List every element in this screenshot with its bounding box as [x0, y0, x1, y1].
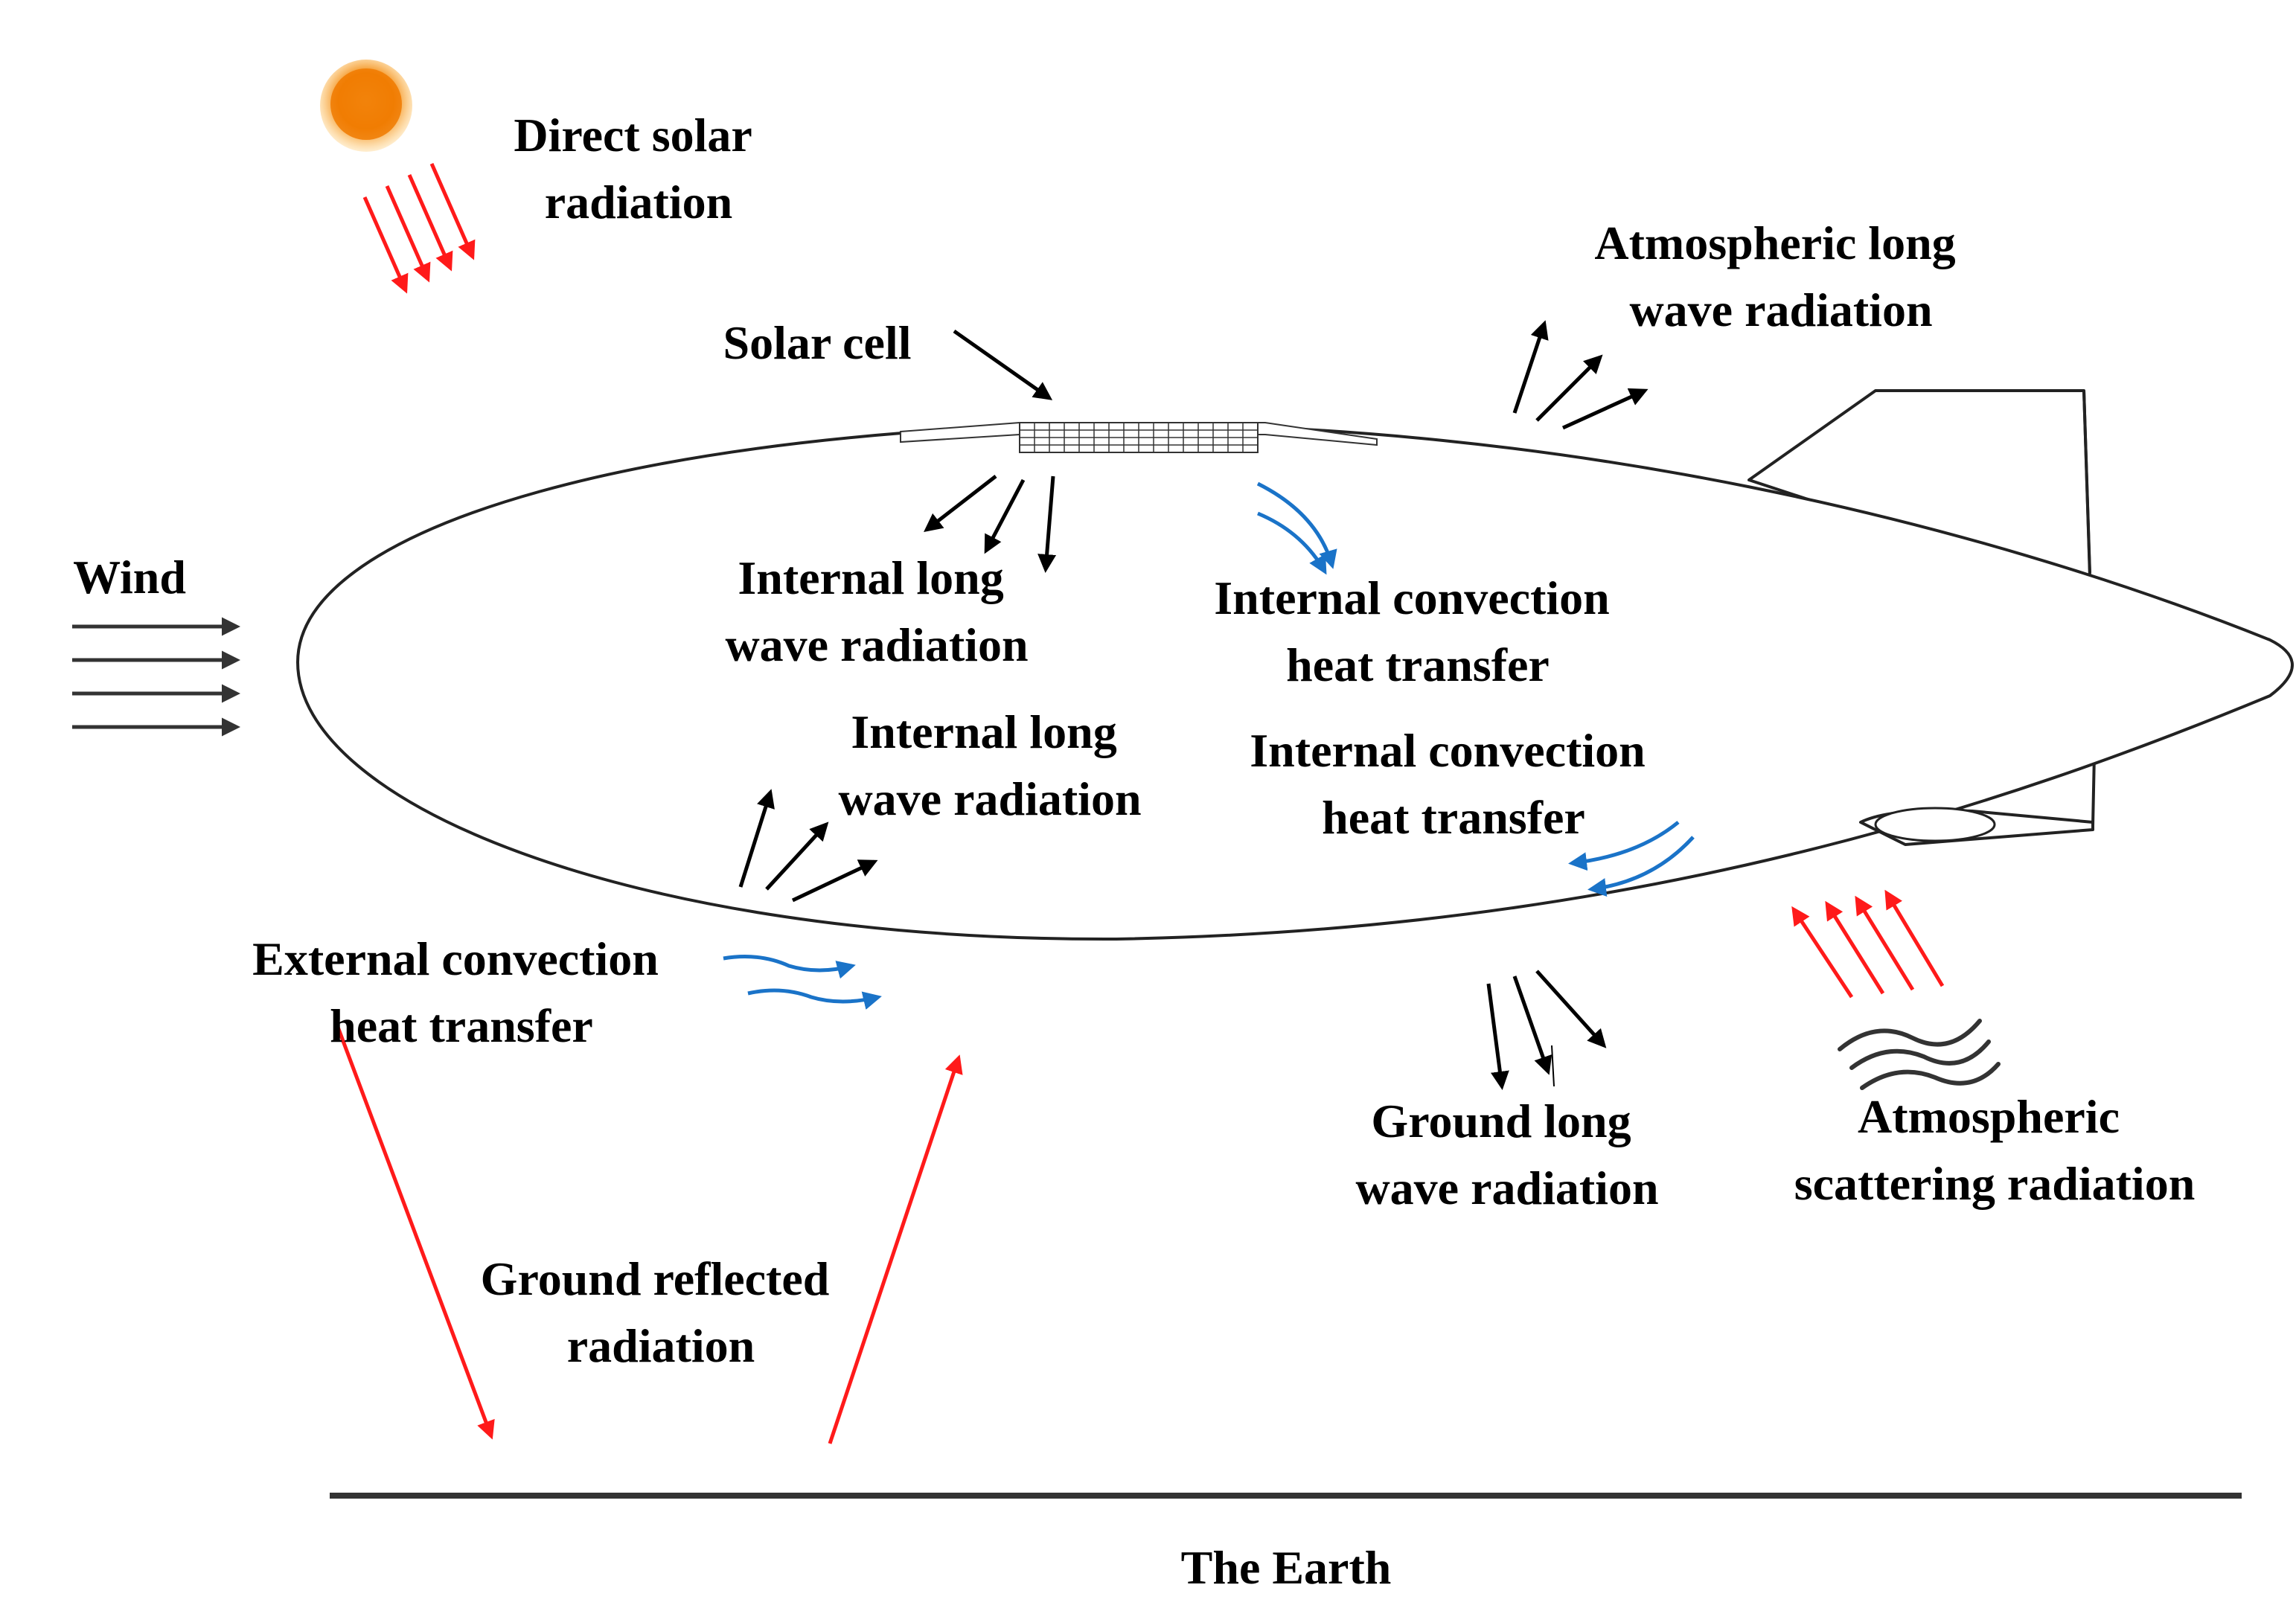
atmospheric-long-wave-arrows [1512, 320, 1649, 430]
label-internal-long-wave-radiation-bottom: Internal long wave radiation [838, 705, 1141, 825]
external-convection-arrows [723, 955, 882, 1010]
airship-hull [295, 422, 2294, 941]
sun-icon [320, 60, 412, 152]
direct-solar-arrows [362, 162, 476, 294]
ground-long-wave-arrows [1486, 970, 1607, 1090]
airship [295, 389, 2294, 941]
solar-cell-panel [900, 422, 1378, 453]
label-internal-long-wave-radiation-top: Internal long wave radiation [725, 551, 1028, 671]
internal-convection-top-arrows [1256, 481, 1337, 575]
label-solar-cell: Solar cell [723, 316, 912, 369]
label-atmospheric-scattering-radiation: Atmospheric scattering radiation [1794, 1090, 2196, 1210]
atmospheric-scattering-arrows [1791, 889, 1945, 999]
internal-long-wave-bottom-arrows [738, 789, 878, 903]
label-external-convection: External convection heat transfer [252, 932, 671, 1052]
label-atmospheric-long-wave-radiation: Atmospheric long wave radiation [1594, 217, 1967, 336]
internal-convection-bottom-arrows [1568, 821, 1695, 897]
label-wind: Wind [73, 551, 186, 603]
wind-arrows [72, 617, 240, 737]
label-ground-reflected-radiation: Ground reflected radiation [481, 1252, 842, 1372]
solar-cell-pointer [953, 329, 1053, 400]
label-internal-convection-top: Internal convection heat transfer [1214, 571, 1622, 691]
wave-icon [1838, 1019, 2001, 1090]
ground-reflected-arrows [334, 1022, 963, 1444]
label-the-earth: The Earth [1181, 1541, 1392, 1594]
label-direct-solar-radiation: Direct solar radiation [514, 109, 763, 228]
internal-long-wave-top-arrows [924, 475, 1057, 573]
label-internal-convection-bottom: Internal convection heat transfer [1250, 724, 1657, 844]
label-ground-long-wave-radiation: Ground long wave radiation [1355, 1095, 1658, 1214]
